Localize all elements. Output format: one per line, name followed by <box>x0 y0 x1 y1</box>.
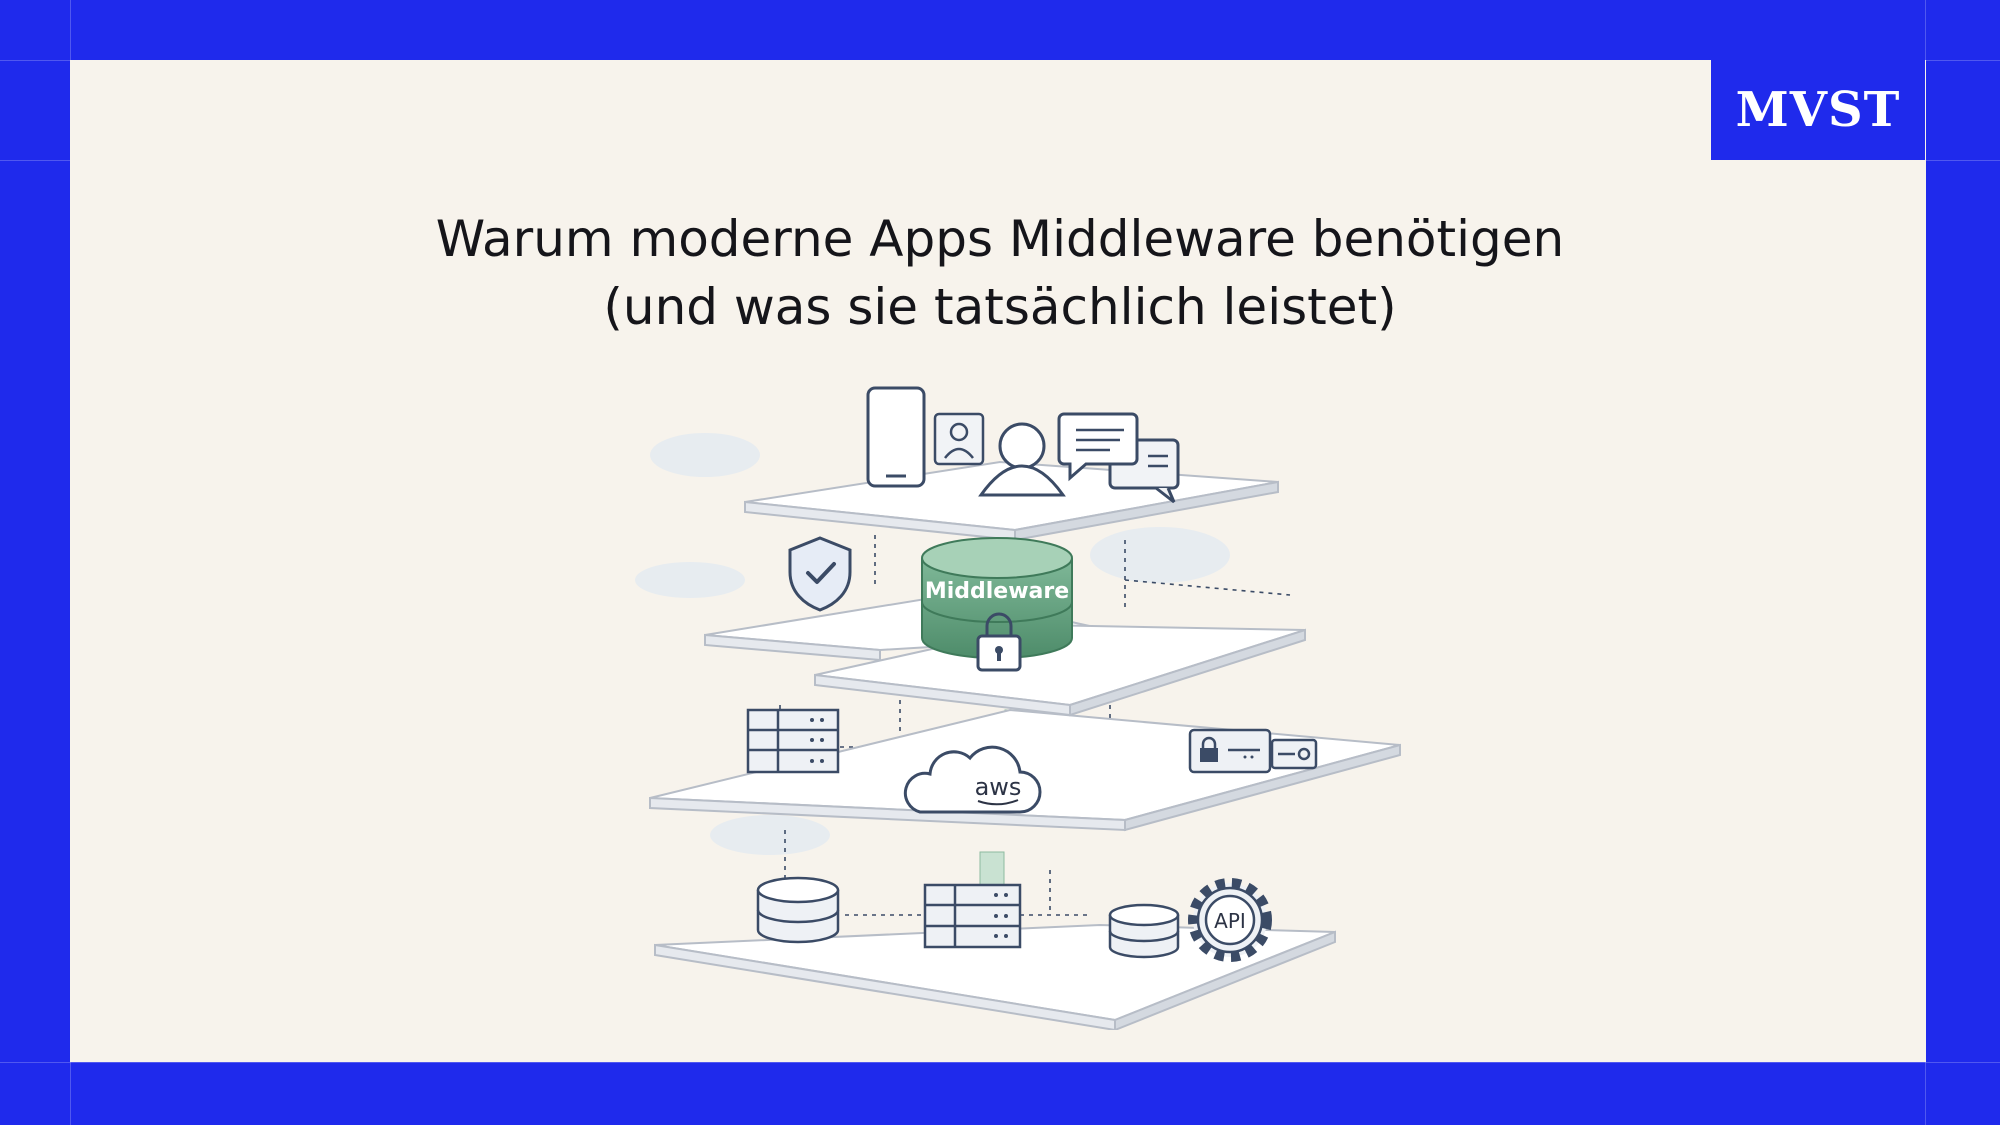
middleware-stack-illustration: Middleware aws <box>635 386 1401 1030</box>
aws-cloud-icon: aws <box>903 745 1042 814</box>
storage-icon <box>1108 903 1180 959</box>
title-line-2: (und was sie tatsächlich leistet) <box>603 278 1397 336</box>
phone-icon <box>866 386 926 488</box>
chat-icon <box>1057 412 1180 504</box>
middleware-label: Middleware <box>925 579 1069 604</box>
middleware-cylinder: Middleware <box>921 537 1073 659</box>
api-gear-icon: API <box>1188 878 1272 962</box>
profile-card-icon <box>933 412 985 466</box>
api-label: API <box>1214 909 1246 933</box>
lock-icon <box>976 612 1022 672</box>
user-icon <box>978 422 1066 497</box>
server-rack-icon <box>746 708 840 774</box>
server-block-icon <box>923 883 1022 949</box>
database-icon <box>756 876 840 944</box>
cloud-decoration <box>1090 527 1230 583</box>
cloud-decoration <box>635 562 745 598</box>
logo-text: MVST <box>1735 82 1901 138</box>
key-card-icon <box>1188 728 1318 774</box>
layer-middleware-right <box>814 623 1306 717</box>
cloud-decoration <box>710 815 830 855</box>
title-line-1: Warum moderne Apps Middleware benötigen <box>435 210 1565 268</box>
shield-check-icon <box>788 536 852 612</box>
brand-logo[interactable]: MVST <box>1711 60 1925 160</box>
aws-label: aws <box>975 773 1022 801</box>
page-title: Warum moderne Apps Middleware benötigen … <box>330 205 1670 341</box>
cloud-decoration <box>650 433 760 477</box>
guide-line <box>0 1062 2000 1063</box>
